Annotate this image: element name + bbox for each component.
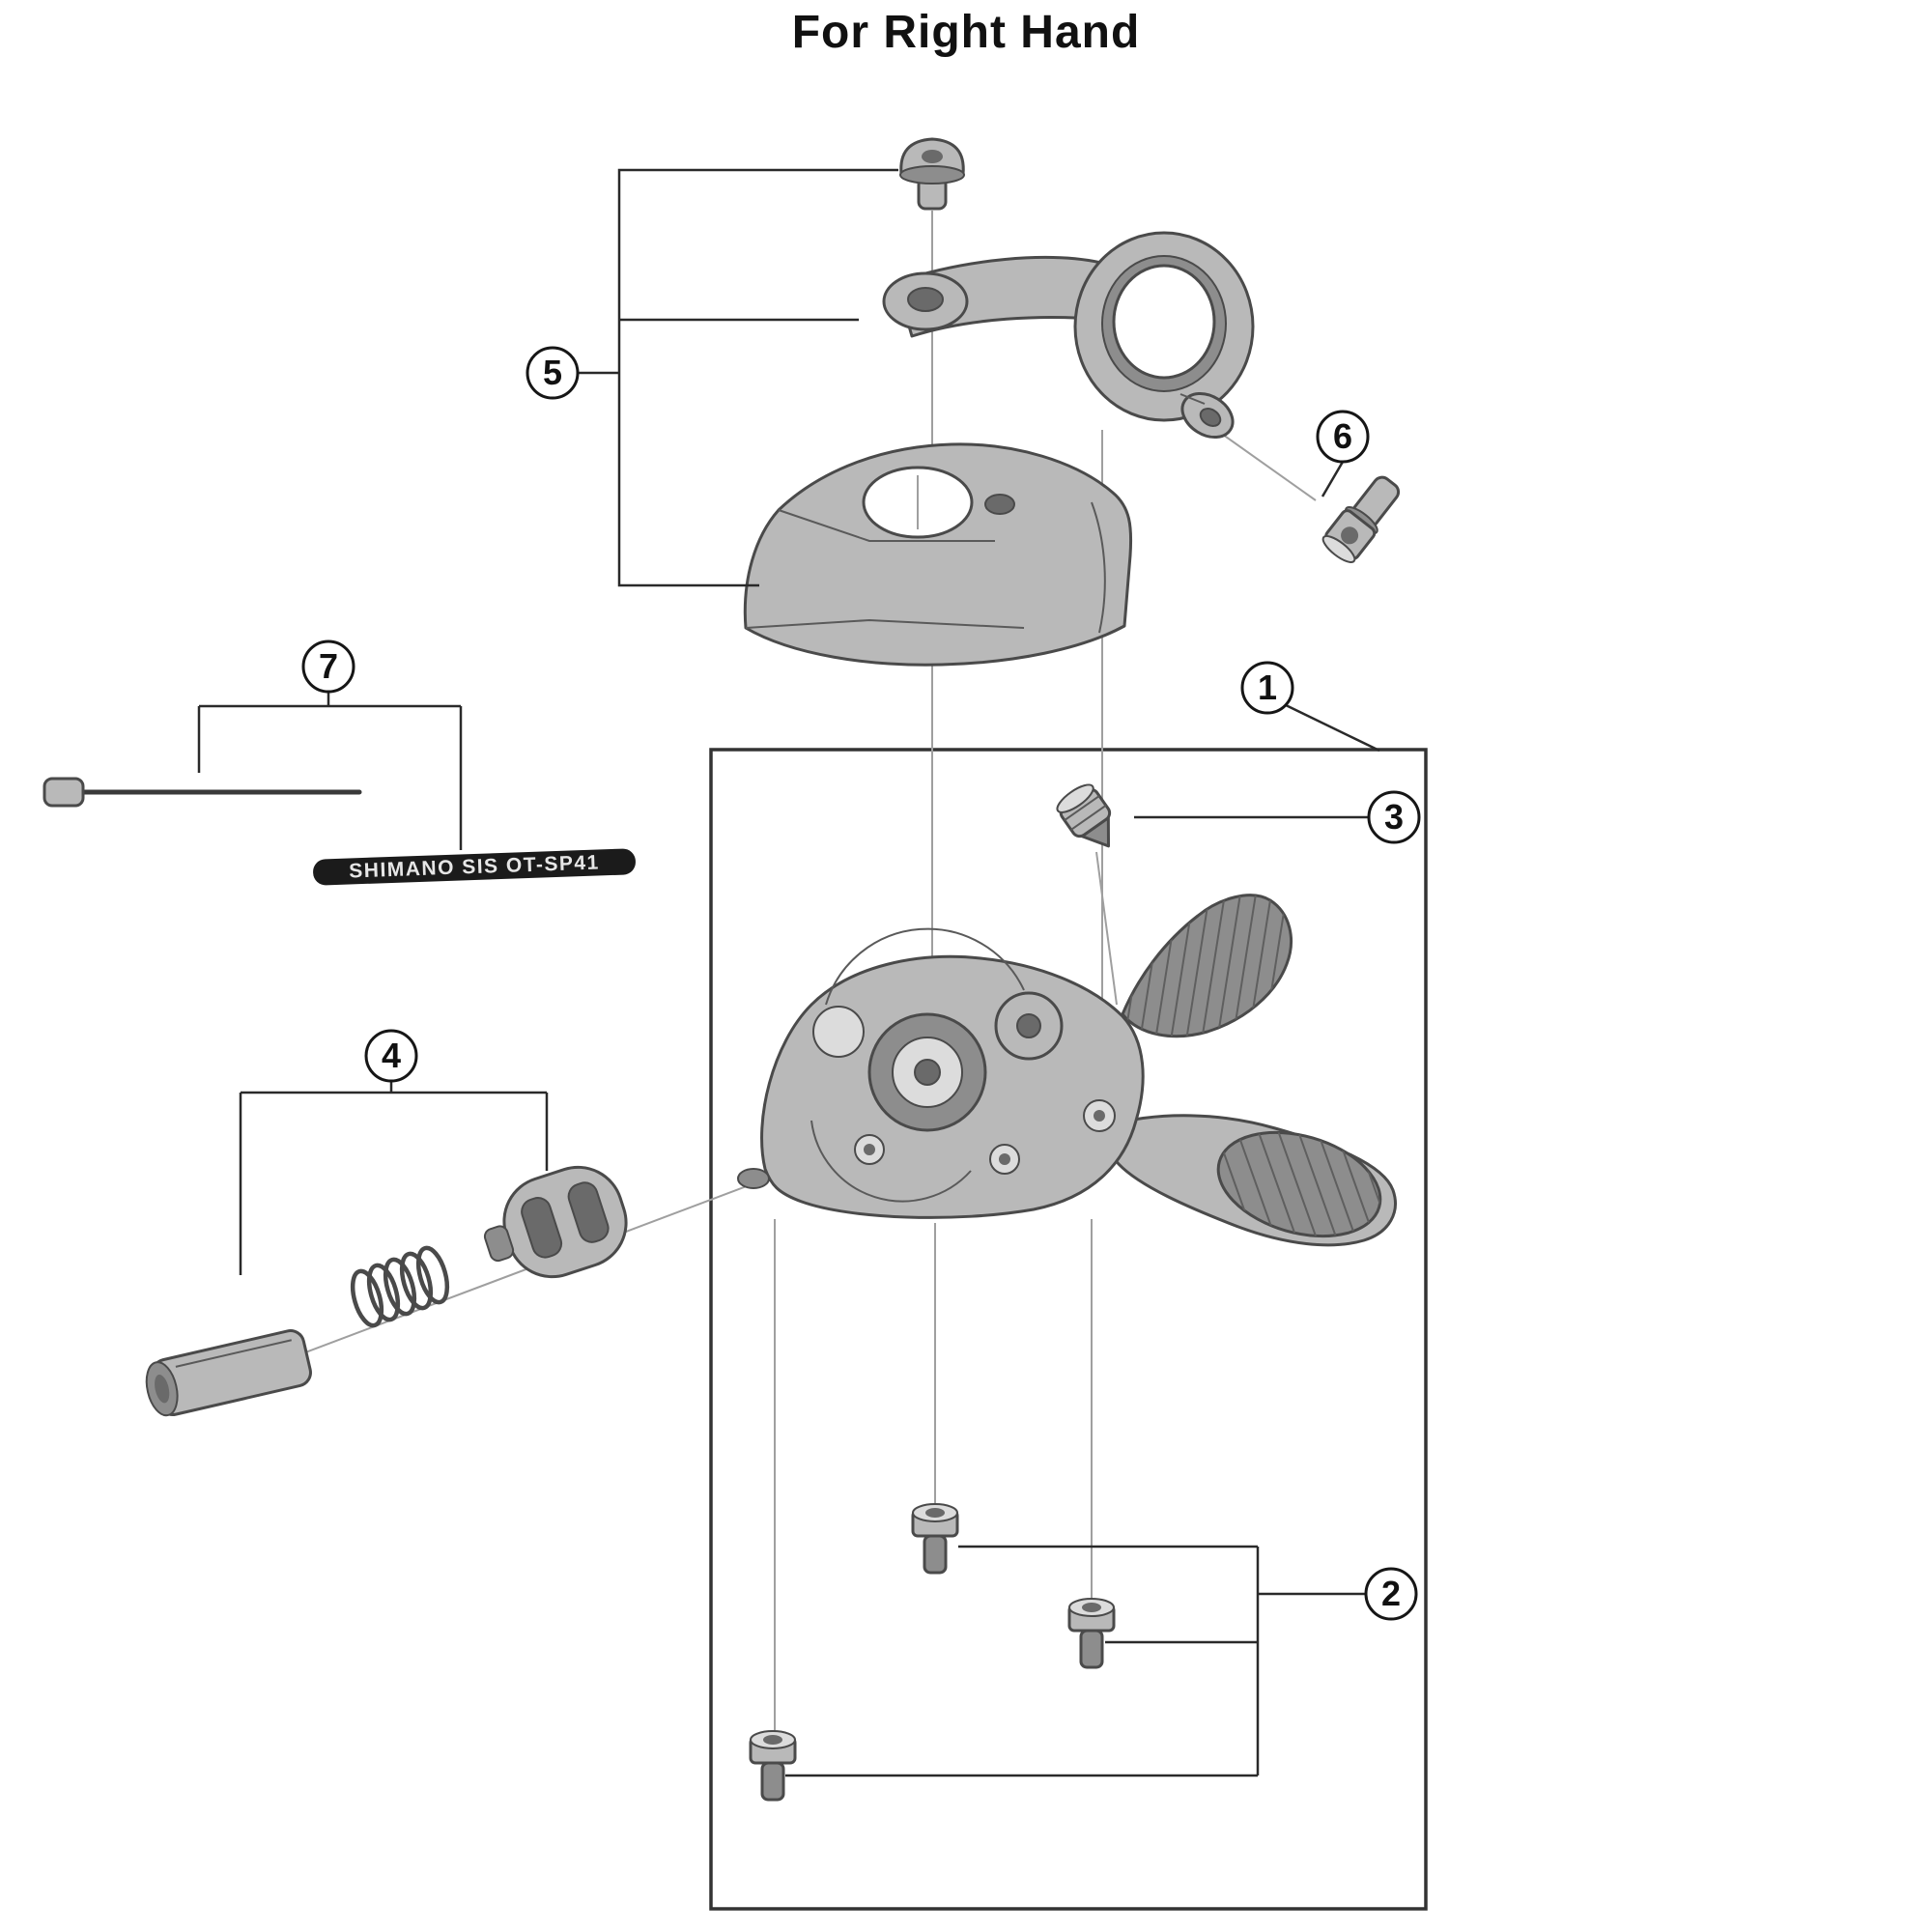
part-1-main-unit <box>737 894 1397 1254</box>
part-1-enclosure-box <box>709 748 1428 1911</box>
callout-6: 6 <box>1316 410 1370 464</box>
part-2-fixing-screws <box>749 1503 1116 1802</box>
part-4-adjuster-unit <box>483 1165 628 1279</box>
shift-lever <box>1104 1114 1397 1254</box>
part-5-cover <box>743 442 1133 667</box>
diagram-title: For Right Hand <box>791 7 1141 58</box>
leader-7 <box>197 692 463 850</box>
callout-4: 4 <box>364 1029 418 1083</box>
callout-7: 7 <box>301 639 355 694</box>
callout-2: 2 <box>1364 1567 1418 1621</box>
part-6-clamp-bolt <box>1321 475 1401 563</box>
svg-text:4: 4 <box>382 1036 401 1075</box>
fixing-screw <box>1067 1598 1116 1669</box>
callout-1: 1 <box>1240 661 1294 715</box>
leader-1 <box>1283 702 1380 753</box>
fixing-screw <box>749 1730 797 1802</box>
part-7-outer-casing: SHIMANO SIS OT-SP41 <box>313 848 636 886</box>
part-7-inner-cable <box>43 777 362 808</box>
part-5-fixing-bolt <box>899 137 965 211</box>
part-4-spring <box>350 1245 450 1328</box>
leader-6 <box>1321 461 1345 497</box>
casing-label: SHIMANO SIS OT-SP41 <box>349 851 600 882</box>
shifter-housing <box>737 927 1145 1219</box>
leader-5 <box>617 168 898 587</box>
svg-text:6: 6 <box>1333 416 1352 456</box>
leader-lines <box>197 168 1380 1777</box>
leader-2 <box>785 1545 1366 1777</box>
part-3-adjusting-plug <box>1056 783 1112 848</box>
svg-text:3: 3 <box>1384 797 1404 837</box>
svg-text:7: 7 <box>319 646 338 686</box>
svg-text:2: 2 <box>1381 1574 1401 1613</box>
callout-3: 3 <box>1367 790 1421 844</box>
part-4-barrel <box>145 1329 312 1417</box>
leader-4 <box>239 1081 549 1275</box>
svg-text:5: 5 <box>543 353 562 392</box>
fixing-screw <box>911 1503 959 1575</box>
part-5-clamp-band <box>882 231 1255 440</box>
callout-5: 5 <box>526 346 580 400</box>
svg-text:1: 1 <box>1258 668 1277 707</box>
